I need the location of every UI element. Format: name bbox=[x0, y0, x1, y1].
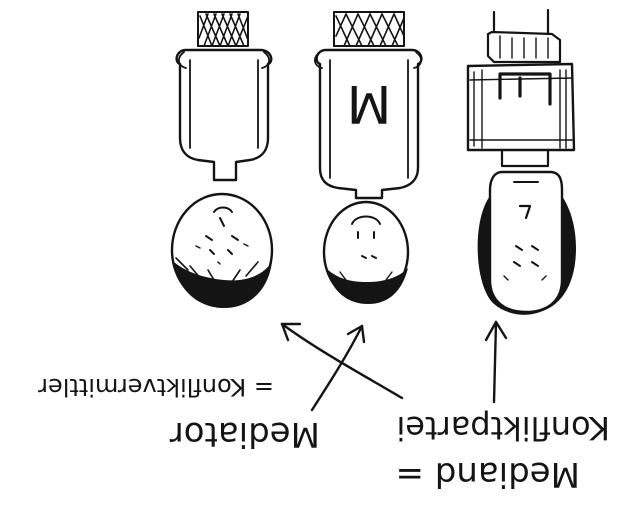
right-head bbox=[477, 170, 576, 315]
middle-figure: M bbox=[314, 11, 423, 304]
middle-head bbox=[322, 200, 410, 304]
right-legs bbox=[486, 8, 562, 64]
right-torso bbox=[466, 62, 576, 152]
middle-legs-hatched bbox=[333, 11, 405, 47]
left-head bbox=[170, 192, 274, 308]
upside-down-labels: Mediand = Konfliktpartei Mediator = Konf… bbox=[38, 373, 610, 494]
left-legs-hatched bbox=[197, 11, 249, 47]
arrow-to-middle-figure bbox=[310, 324, 366, 412]
left-torso bbox=[175, 48, 273, 182]
right-figure bbox=[466, 8, 576, 315]
arrow-to-left-figure bbox=[280, 322, 404, 400]
middle-shirt-letter: M bbox=[347, 73, 392, 133]
arrow-to-right-figure bbox=[484, 320, 508, 404]
label-konfliktvermittler: = Konfliktvermittler bbox=[38, 373, 274, 401]
label-mediator: Mediator bbox=[170, 414, 320, 454]
label-mediand: Mediand = bbox=[395, 454, 580, 494]
left-figure bbox=[170, 11, 274, 308]
label-konfliktpartei: Konfliktpartei bbox=[396, 409, 610, 447]
